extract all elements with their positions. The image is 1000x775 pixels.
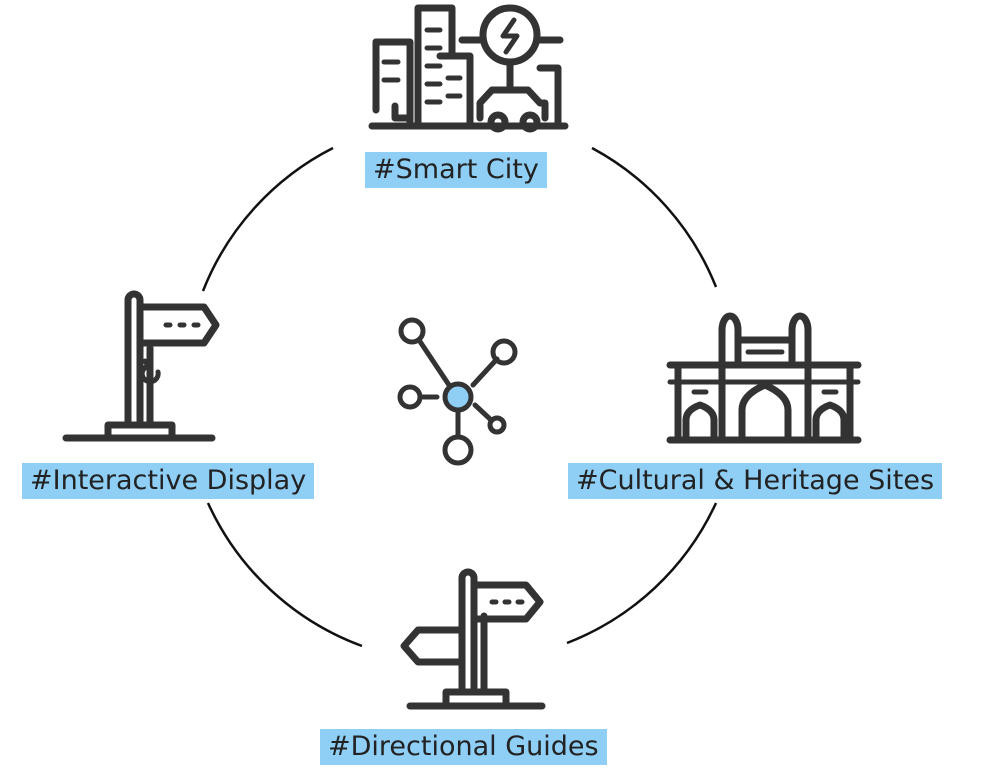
label-smart-city: #Smart City xyxy=(365,152,547,188)
ring-arc-top-left xyxy=(201,146,334,292)
gateway-monument-icon xyxy=(666,312,862,444)
network-hub-icon xyxy=(397,317,518,466)
ring xyxy=(201,146,718,648)
interactive-signpost-icon xyxy=(62,290,220,442)
ring-arc-top-right xyxy=(591,146,718,288)
label-interactive-display: #Interactive Display xyxy=(22,463,315,499)
directional-signpost-icon xyxy=(400,568,546,710)
smart-city-icon xyxy=(368,4,569,133)
label-directional-guides: #Directional Guides xyxy=(320,729,607,765)
label-cultural-heritage-sites: #Cultural & Heritage Sites xyxy=(568,463,943,499)
ring-arc-bottom-right xyxy=(566,502,718,645)
ring-arc-bottom-left xyxy=(206,502,363,648)
